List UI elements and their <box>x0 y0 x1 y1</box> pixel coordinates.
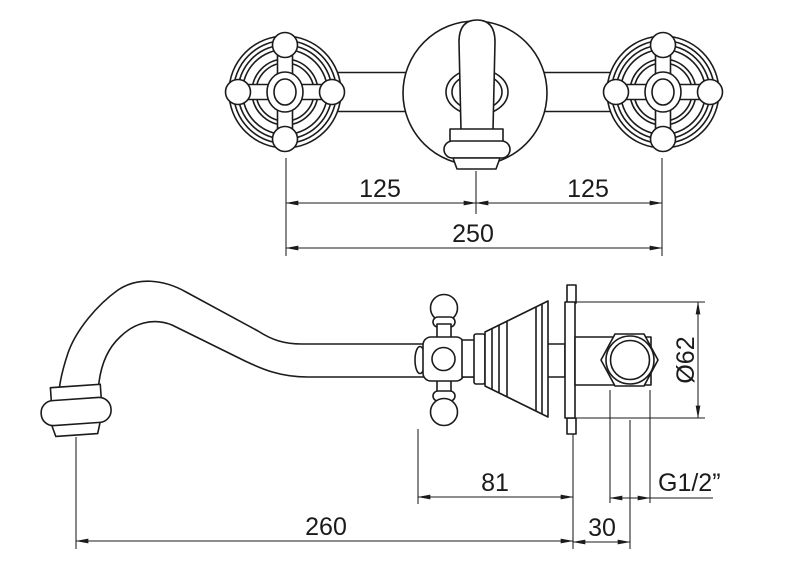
spout-tip-front <box>452 157 501 170</box>
dim-label-260: 260 <box>305 513 347 541</box>
spout-collar <box>449 128 504 143</box>
center-body-front <box>402 19 548 170</box>
thread-outer-circle <box>605 335 655 385</box>
front-view <box>224 19 724 170</box>
thread-inner-circle <box>609 339 651 381</box>
dim-label-250: 250 <box>452 220 494 248</box>
handle-hub-cap <box>431 346 456 372</box>
aerator-band <box>40 396 112 427</box>
mount-tab-top <box>566 284 577 304</box>
dim-label-81: 81 <box>481 469 509 497</box>
cross-handle-right <box>602 31 724 153</box>
dim-label-thread: G1/2” <box>658 469 721 497</box>
side-view <box>40 280 659 438</box>
plate-face <box>564 301 576 419</box>
cross-handle-side <box>414 293 465 427</box>
spout-aerator <box>40 383 112 438</box>
inlet-connection <box>574 333 659 387</box>
cone-body <box>484 300 549 418</box>
front-view-dimensions: 125 125 250 <box>285 158 663 256</box>
handle-ball-bottom <box>429 397 459 427</box>
dim-label-diameter: Ø62 <box>672 336 700 383</box>
spout-band <box>443 140 511 159</box>
dim-label-125-left: 125 <box>359 175 401 203</box>
mount-tab-bottom <box>566 417 577 435</box>
escutcheon-cone <box>461 300 549 418</box>
dim-label-30: 30 <box>588 514 616 542</box>
side-view-dimensions: 81 G1/2” 260 30 Ø62 <box>75 301 721 549</box>
cross-handle-left <box>224 31 346 153</box>
dim-label-125-right: 125 <box>567 175 609 203</box>
spout-top-view <box>458 19 496 131</box>
